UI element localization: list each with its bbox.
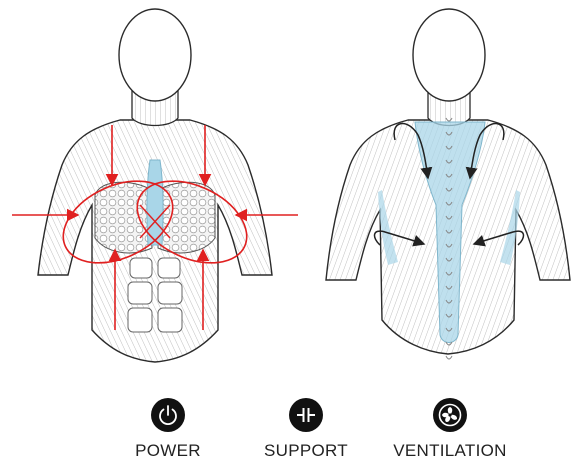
ventilation-label: VENTILATION: [390, 441, 510, 461]
front-right-pec: [158, 182, 215, 253]
support-icon: [289, 398, 323, 432]
front-left-pec: [95, 182, 152, 253]
front-head: [119, 9, 191, 101]
fan-icon: [433, 398, 467, 432]
front-sternum-support-zone: [147, 160, 163, 245]
ventilation-feature: VENTILATION: [390, 398, 510, 461]
power-label: POWER: [108, 441, 228, 461]
support-label: SUPPORT: [246, 441, 366, 461]
front-torso-figure: [12, 9, 298, 362]
power-feature: POWER: [108, 398, 228, 461]
support-feature: SUPPORT: [246, 398, 366, 461]
back-torso-figure: [326, 9, 570, 359]
back-head: [413, 9, 485, 101]
power-icon: [151, 398, 185, 432]
